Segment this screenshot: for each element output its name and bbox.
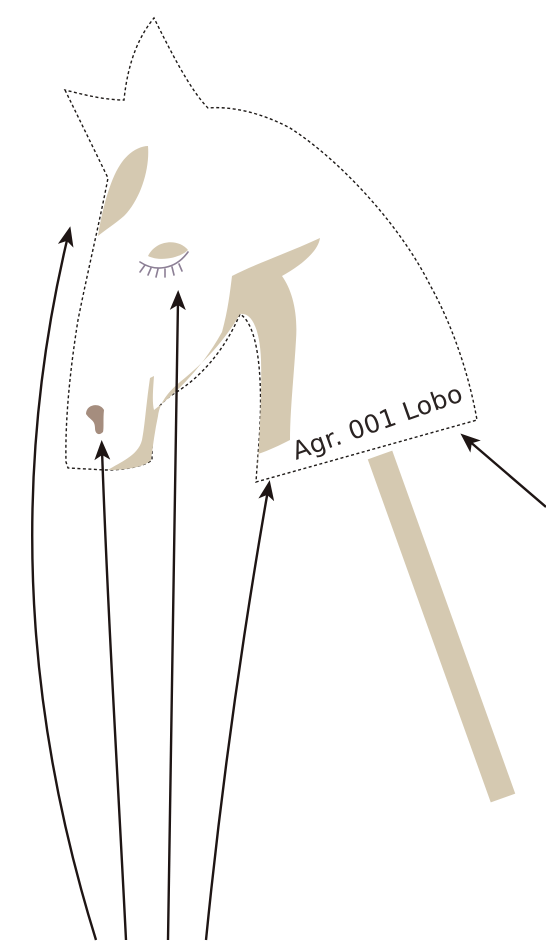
arrow-to-chin — [206, 490, 268, 940]
arrow-to-mouth — [102, 450, 126, 940]
arrow-to-edge — [468, 440, 546, 507]
stick — [380, 455, 503, 798]
